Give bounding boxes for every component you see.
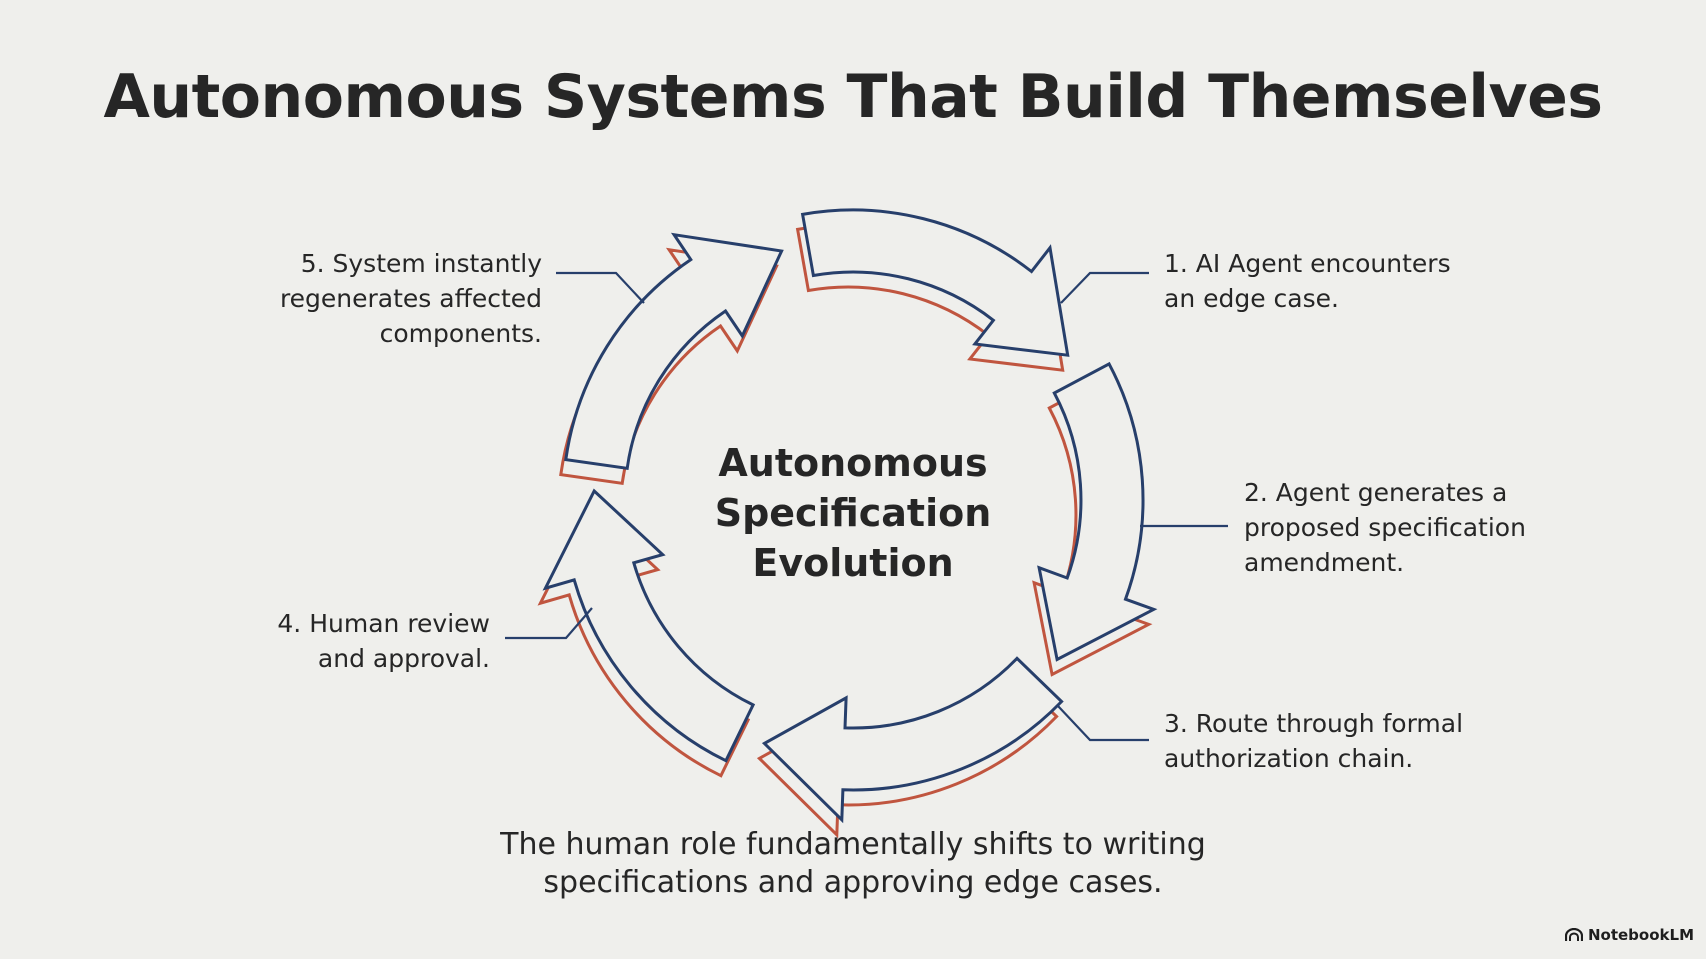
connector-step-4	[505, 607, 593, 640]
cycle-arrow-3	[542, 488, 756, 763]
connector-step-1	[1060, 271, 1149, 304]
cycle-arrow-2	[761, 656, 1064, 824]
step-4-label: 4. Human review and approval.	[277, 609, 490, 673]
cycle-arrow-1	[1037, 361, 1158, 662]
step-3-label: 3. Route through formal authorization ch…	[1164, 709, 1464, 773]
brand-name: NotebookLM	[1587, 926, 1694, 944]
cycle-arrows	[542, 208, 1158, 824]
step-connector-lines	[505, 271, 1228, 742]
notebooklm-logo-icon	[1564, 928, 1583, 941]
slide-title: Autonomous Systems That Build Themselves	[103, 62, 1603, 132]
step-1-label: 1. AI Agent encounters an edge case.	[1164, 249, 1451, 313]
step-5-label: 5. System instantly regenerates affected…	[279, 249, 542, 348]
cycle-arrow-5	[800, 208, 1070, 357]
cycle-arrow-4	[564, 232, 784, 470]
slide-caption: The human role fundamentally shifts to w…	[500, 827, 1206, 900]
brand-watermark: NotebookLM	[1564, 926, 1694, 944]
connector-step-3	[1057, 705, 1149, 742]
connector-step-5	[556, 271, 645, 304]
step-2-label: 2. Agent generates a proposed specificat…	[1244, 478, 1526, 577]
cycle-center-label: Autonomous Specification Evolution	[714, 441, 992, 585]
